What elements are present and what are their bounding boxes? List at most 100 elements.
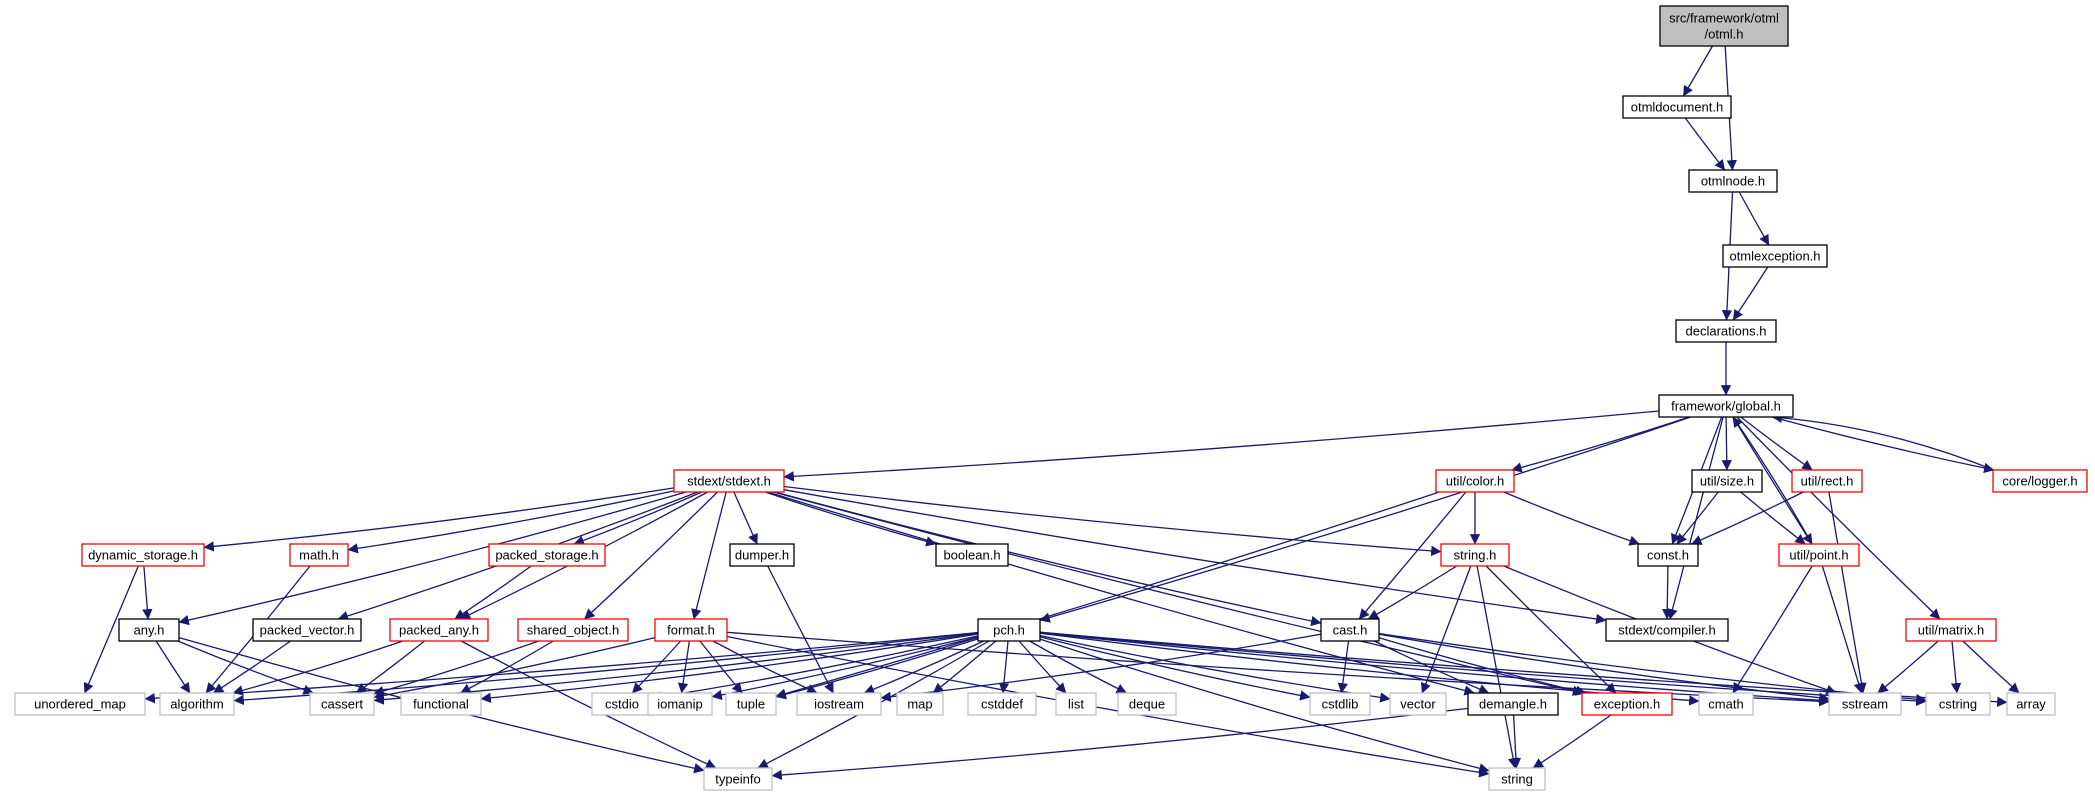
node-any[interactable]: any.h [118, 618, 180, 642]
edge-global-to-stdext [783, 410, 1660, 482]
edge-point-to-global [1732, 416, 1813, 545]
node-otmldocument[interactable]: otmldocument.h [1622, 95, 1732, 119]
node-boolean[interactable]: boolean.h [935, 543, 1009, 567]
node-box [1622, 95, 1732, 119]
edge-stdext-to-boolean [764, 491, 937, 547]
node-box [1722, 244, 1828, 268]
node-label: cmath [1708, 697, 1743, 712]
edge-point-to-sstream [1821, 565, 1864, 694]
node-box [1659, 5, 1789, 47]
node-label: math.h [299, 548, 339, 563]
edge-cast-to-sstream [1378, 633, 1830, 703]
node-string[interactable]: string [1488, 767, 1546, 791]
node-packed-storage[interactable]: packed_storage.h [488, 543, 606, 567]
node-box [289, 543, 349, 567]
edge-pch-to-string [1039, 638, 1490, 774]
edge-stdext-to-dynamic_storage [203, 487, 675, 552]
node-point[interactable]: util/point.h [1778, 543, 1860, 567]
node-cast[interactable]: cast.h [1320, 618, 1380, 642]
node-dumper[interactable]: dumper.h [729, 543, 795, 567]
node-compiler[interactable]: stdext/compiler.h [1605, 618, 1729, 642]
edge-pch-to-cstddef [998, 640, 1010, 694]
node-box [1055, 692, 1097, 716]
node-algorithm[interactable]: algorithm [159, 692, 235, 716]
node-cstdio[interactable]: cstdio [591, 692, 653, 716]
node-exception[interactable]: exception.h [1581, 692, 1673, 716]
edge-global-to-size [1721, 416, 1732, 471]
node-declarations[interactable]: declarations.h [1675, 319, 1777, 343]
edge-pch-to-cstring [1039, 631, 1927, 707]
node-const-h[interactable]: const.h [1637, 543, 1699, 567]
node-label: boolean.h [943, 548, 1000, 563]
edge-pch-to-iostream [863, 640, 984, 695]
node-map[interactable]: map [896, 692, 944, 716]
edge-pch-to-map [932, 640, 997, 694]
node-packed-any[interactable]: packed_any.h [389, 618, 489, 642]
node-packed-vector[interactable]: packed_vector.h [252, 618, 362, 642]
node-box [389, 618, 489, 642]
node-box [488, 543, 606, 567]
edge-format-to-tuple [699, 640, 743, 694]
node-label: typeinfo [715, 772, 761, 787]
node-box [673, 469, 785, 493]
edge-pch-to-functional [480, 633, 979, 704]
node-box [400, 692, 482, 716]
node-label: exception.h [1594, 697, 1661, 712]
node-deque[interactable]: deque [1117, 692, 1177, 716]
node-cmath[interactable]: cmath [1698, 692, 1754, 716]
node-box [1320, 618, 1380, 642]
node-otmlnode[interactable]: otmlnode.h [1688, 169, 1778, 193]
edge-point-to-cmath [1732, 565, 1813, 694]
node-box [1117, 692, 1177, 716]
edge-cast-to-demangle [1373, 640, 1490, 694]
node-unordered-map[interactable]: unordered_map [14, 692, 146, 716]
node-box [967, 692, 1037, 716]
node-string-h[interactable]: string.h [1440, 543, 1510, 567]
node-cstdlib[interactable]: cstdlib [1309, 692, 1371, 716]
node-tuple[interactable]: tuple [725, 692, 777, 716]
node-stdext[interactable]: stdext/stdext.h [673, 469, 785, 493]
edge-otmldocument-to-otmlnode [1684, 117, 1726, 171]
node-iostream[interactable]: iostream [796, 692, 882, 716]
node-label: packed_vector.h [260, 623, 355, 638]
node-label: algorithm [170, 697, 223, 712]
node-list[interactable]: list [1055, 692, 1097, 716]
edge-const_h-to-compiler [1662, 565, 1673, 620]
node-pch[interactable]: pch.h [977, 618, 1041, 642]
node-cstring[interactable]: cstring [1925, 692, 1991, 716]
node-color[interactable]: util/color.h [1435, 469, 1515, 493]
node-label: pch.h [993, 623, 1025, 638]
node-label: otmlexception.h [1729, 249, 1820, 264]
node-vector[interactable]: vector [1389, 692, 1447, 716]
node-otmlexception[interactable]: otmlexception.h [1722, 244, 1828, 268]
node-demangle[interactable]: demangle.h [1467, 692, 1559, 716]
edge-size-to-point [1740, 491, 1806, 545]
node-math[interactable]: math.h [289, 543, 349, 567]
node-shared-object[interactable]: shared_object.h [517, 618, 629, 642]
edge-rect-to-const_h [1691, 491, 1804, 545]
node-label: shared_object.h [527, 623, 620, 638]
node-global[interactable]: framework/global.h [1658, 394, 1794, 418]
node-box [1905, 618, 1997, 642]
node-label: string [1501, 772, 1533, 787]
node-cstddef[interactable]: cstddef [967, 692, 1037, 716]
edge-global-to-pch [1039, 416, 1692, 623]
edge-shared_object-to-functional [460, 640, 554, 694]
node-box [1688, 169, 1778, 193]
node-otml[interactable]: src/framework/otml/otml.h [1659, 5, 1789, 47]
node-functional[interactable]: functional [400, 692, 482, 716]
node-iomanip[interactable]: iomanip [647, 692, 713, 716]
node-dynamic-storage[interactable]: dynamic_storage.h [81, 543, 205, 567]
node-rect[interactable]: util/rect.h [1791, 469, 1863, 493]
node-matrix[interactable]: util/matrix.h [1905, 618, 1997, 642]
node-logger[interactable]: core/logger.h [1992, 469, 2088, 493]
node-cassert[interactable]: cassert [309, 692, 375, 716]
node-size[interactable]: util/size.h [1691, 469, 1763, 493]
node-array[interactable]: array [2006, 692, 2056, 716]
nodes-layer: src/framework/otml/otml.h otmldocument.h o… [14, 5, 2088, 791]
node-format[interactable]: format.h [654, 618, 728, 642]
node-sstream[interactable]: sstream [1828, 692, 1902, 716]
node-typeinfo[interactable]: typeinfo [703, 767, 773, 791]
node-box [1435, 469, 1515, 493]
edge-size-to-const_h [1676, 491, 1719, 545]
